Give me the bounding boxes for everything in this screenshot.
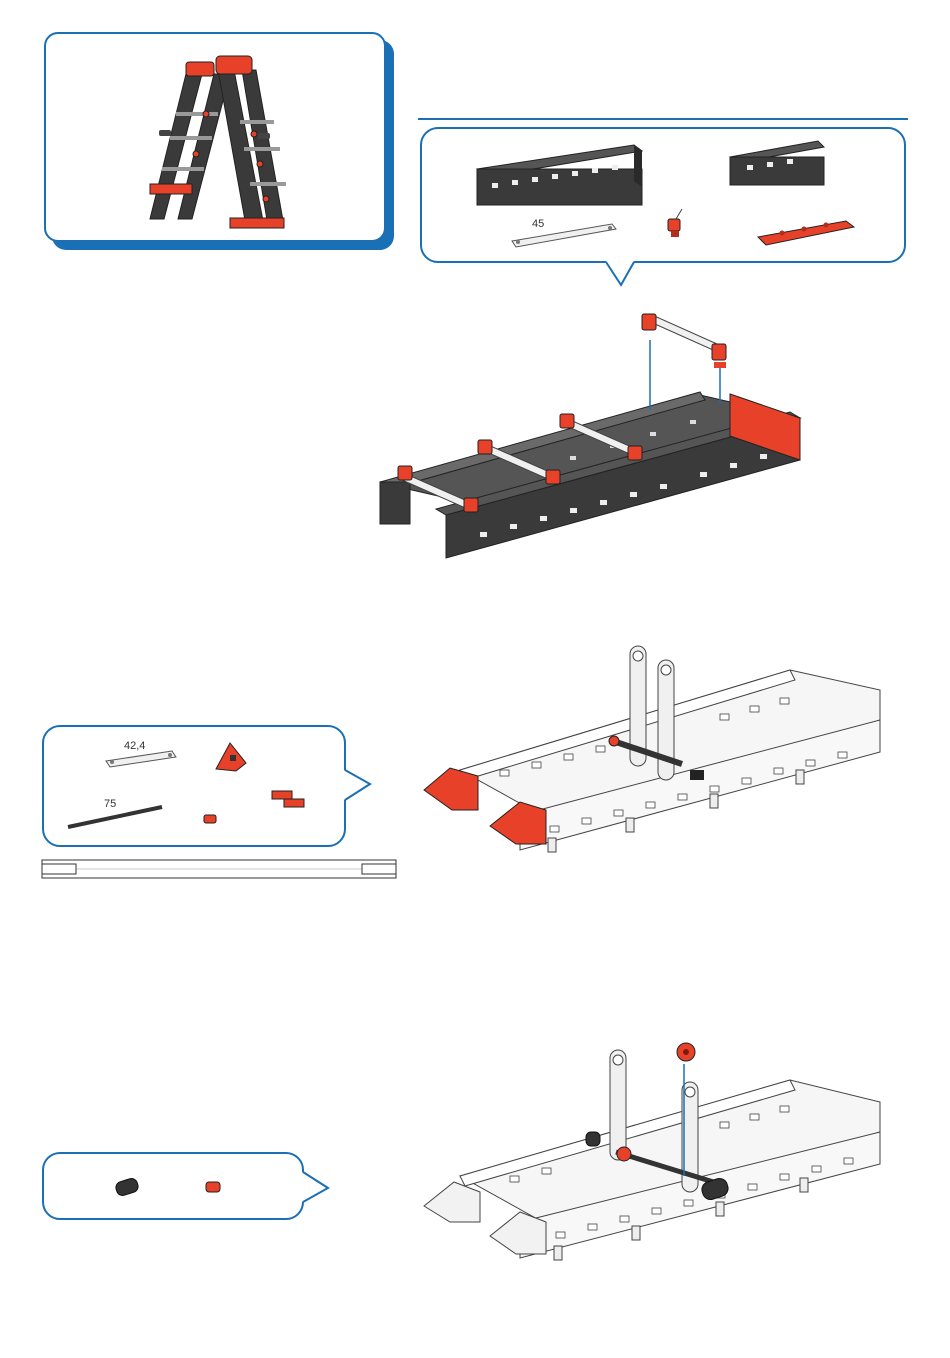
black-bushing-icon bbox=[114, 1177, 139, 1197]
axle-75-icon bbox=[68, 807, 162, 827]
step3-bubble-pointer bbox=[302, 1170, 330, 1206]
building-block-long-icon bbox=[477, 145, 642, 205]
ladder-model-icon bbox=[46, 34, 386, 240]
step3-parts-bubble bbox=[42, 1152, 304, 1220]
red-clip-icon bbox=[668, 209, 682, 237]
step1-bubble-pointer bbox=[604, 261, 636, 287]
frame-with-struts-icon bbox=[420, 640, 890, 870]
red-spacer-icon bbox=[204, 815, 216, 823]
red-base-plate-icon bbox=[758, 221, 854, 245]
scale-ruler-icon bbox=[40, 856, 400, 882]
strut-42-icon bbox=[106, 751, 176, 767]
strut-45-icon bbox=[512, 224, 616, 247]
strut-42-label: 42,4 bbox=[124, 740, 145, 752]
red-angle-block-icon bbox=[216, 743, 246, 771]
ladder-frame-assembly-icon bbox=[370, 300, 820, 590]
red-ring-icon bbox=[206, 1182, 220, 1192]
header-rule bbox=[418, 118, 908, 120]
building-block-short-icon bbox=[730, 141, 824, 185]
step1-parts-bubble: 45 bbox=[420, 127, 906, 263]
step2-bubble-pointer bbox=[344, 768, 372, 804]
axle-75-label: 75 bbox=[104, 798, 116, 810]
step2-parts-bubble: 42,4 75 bbox=[42, 725, 346, 847]
frame-with-bushing-icon bbox=[420, 1036, 890, 1272]
model-preview-box bbox=[44, 32, 386, 242]
strut-45-label: 45 bbox=[532, 218, 544, 230]
red-connector-icon bbox=[272, 791, 304, 807]
